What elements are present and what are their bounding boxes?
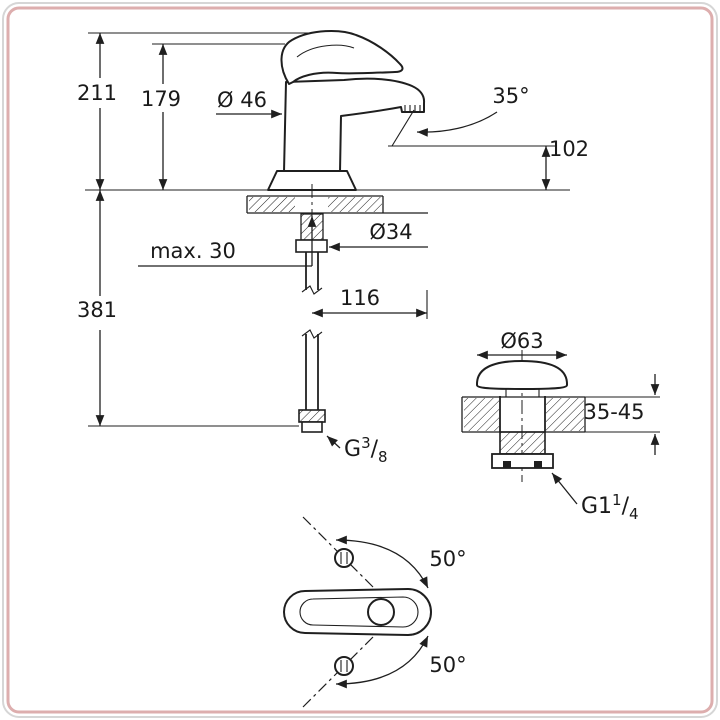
dim-height-total: 211 (77, 33, 117, 190)
dim-spout-projection: 116 (312, 286, 427, 318)
dim-spout-height: 102 (541, 137, 589, 190)
dim-body-diameter: Ø 46 (216, 88, 282, 119)
svg-text:102: 102 (549, 137, 589, 161)
faucet-front-view (267, 29, 426, 191)
svg-text:35°: 35° (492, 84, 529, 108)
dim-overall-length: 381 (77, 190, 117, 426)
svg-text:G11/4: G11/4 (581, 491, 639, 523)
svg-text:Ø63: Ø63 (500, 329, 543, 353)
svg-text:Ø34: Ø34 (369, 220, 412, 244)
svg-text:Ø 46: Ø 46 (217, 88, 267, 112)
dim-spout-angle: 35° (416, 84, 530, 137)
svg-text:35-45: 35-45 (583, 400, 644, 424)
svg-text:G3/8: G3/8 (344, 434, 388, 466)
svg-text:211: 211 (77, 81, 117, 105)
svg-text:50°: 50° (429, 653, 466, 677)
dim-handle-swing-up: 50° (429, 547, 466, 571)
svg-text:max. 30: max. 30 (150, 239, 236, 263)
supply-hose (298, 252, 326, 433)
svg-text:381: 381 (77, 298, 117, 322)
svg-text:116: 116 (340, 286, 380, 310)
dim-waste-thread: G11/4 (551, 472, 639, 523)
dim-waste-deck-thickness: 35-45 (583, 374, 660, 455)
handle-top-view (283, 516, 432, 708)
dim-hose-thread: G3/8 (326, 434, 388, 466)
svg-text:50°: 50° (429, 547, 466, 571)
inner-frame (6, 6, 714, 714)
svg-text:179: 179 (141, 87, 181, 111)
dim-handle-swing-down: 50° (429, 653, 466, 677)
dim-max-deck-thickness: max. 30 (138, 216, 317, 267)
dim-waste-cap-diameter: Ø63 (477, 329, 567, 360)
dim-shank-diameter: Ø34 (329, 220, 428, 252)
dim-height-to-lever: 179 (141, 44, 181, 190)
waste-fitting-view (461, 350, 660, 482)
